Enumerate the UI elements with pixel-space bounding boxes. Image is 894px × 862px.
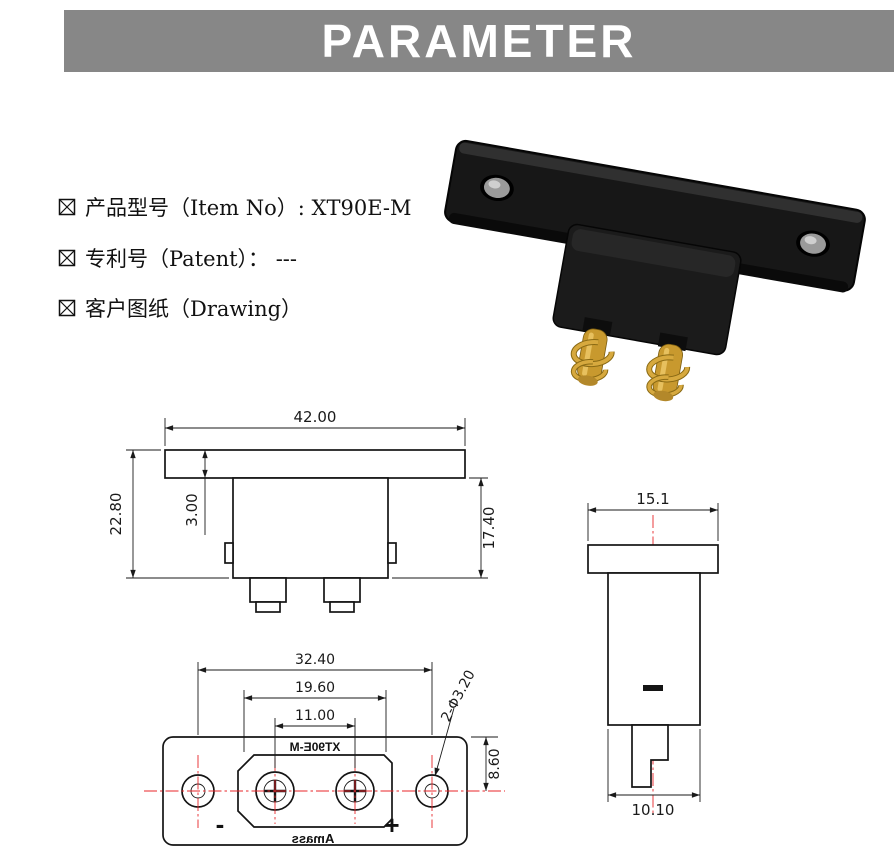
mount-hole-right	[796, 230, 830, 257]
dim-hole-note: 2-Φ3.20	[438, 668, 478, 725]
item-no-text: 产品型号（Item No）: XT90E-M	[85, 196, 412, 220]
patent-text: 专利号（Patent）： ---	[85, 247, 297, 271]
gold-pin-left	[570, 317, 615, 386]
connector-photo-group	[444, 139, 866, 402]
flange-highlight	[459, 142, 863, 223]
spec-drawing: 客户图纸（Drawing）	[58, 293, 302, 323]
side-view-part	[587, 544, 719, 788]
product-photo	[444, 139, 866, 402]
face-view-labels: XT90E-M - + Amass	[216, 740, 400, 846]
plus-label: +	[384, 810, 399, 840]
header-banner: PARAMETER	[64, 10, 894, 72]
page-title: PARAMETER	[321, 15, 637, 67]
front-view-drawing: 42.00 22.80 3.00 17.40	[107, 408, 498, 613]
side-view-drawing: 15.1 10.10	[587, 490, 719, 819]
drawing-text: 客户图纸（Drawing）	[85, 297, 303, 321]
dim-body-height: 17.40	[480, 507, 498, 550]
dim-pin-spacing: 11.00	[295, 708, 335, 724]
model-label: XT90E-M	[290, 740, 341, 754]
dim-width: 42.00	[294, 408, 337, 426]
minus-label: -	[216, 809, 225, 839]
checkbox-icon	[58, 249, 76, 267]
dim-flange-thickness: 3.00	[183, 493, 201, 526]
centerlines	[144, 755, 505, 828]
dim-total-height: 22.80	[107, 493, 125, 536]
mount-hole-left	[480, 174, 514, 202]
front-view-part	[164, 449, 466, 613]
dim-flange-width: 15.1	[636, 490, 669, 508]
dim-hole-spacing: 32.40	[295, 652, 335, 668]
side-view-dimensions: 15.1 10.10	[587, 490, 719, 819]
spec-patent: 专利号（Patent）： ---	[58, 243, 297, 273]
front-view-dimensions: 42.00 22.80 3.00 17.40	[107, 408, 498, 579]
brand-label: Amass	[292, 831, 335, 846]
housing-highlight	[571, 229, 736, 277]
spec-item-no: 产品型号（Item No）: XT90E-M	[58, 192, 412, 222]
checkbox-icon	[58, 299, 76, 317]
face-view-drawing: 32.40 19.60 11.00 2-Φ3.20 8.60 XT90E-M -…	[144, 652, 505, 846]
dim-edge-to-center: 8.60	[487, 748, 503, 779]
gold-pin-right	[646, 332, 691, 402]
dim-body-width: 10.10	[632, 801, 675, 819]
face-view-part	[162, 736, 468, 846]
checkbox-icon	[58, 198, 76, 216]
dim-shell-width: 19.60	[295, 680, 335, 696]
